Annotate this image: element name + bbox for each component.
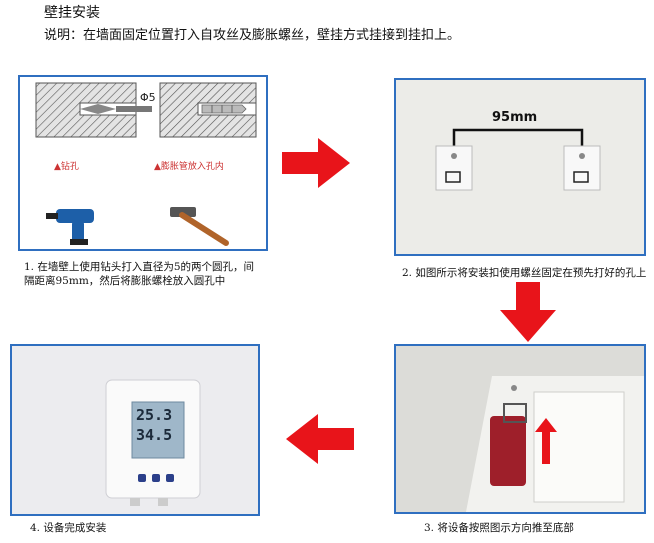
- temperature-reading: 25.3: [136, 406, 173, 424]
- mounting-clips-illustration: [435, 128, 601, 191]
- arrow-right-icon: [282, 138, 350, 188]
- step2-caption: 2. 如图所示将安装扣使用螺丝固定在预先打好的孔上: [402, 267, 647, 279]
- mounting-clip-icon: [490, 403, 527, 486]
- step2-image: 95mm: [394, 78, 646, 256]
- installed-device-illustration: [12, 346, 258, 514]
- step1-caption: 1. 在墙壁上使用钻头打入直径为5的两个圆孔，间隔距离95mm，然后将膨胀螺栓放…: [24, 261, 255, 287]
- page-description: 说明：在墙面固定位置打入自攻丝及膨胀螺丝，壁挂方式挂接到挂扣上。: [44, 28, 461, 43]
- page-title: 壁挂安装: [44, 5, 100, 21]
- drill-icon: [46, 209, 94, 245]
- hammer-icon: [170, 207, 229, 246]
- step3-image: [394, 344, 646, 514]
- drill-label: ▲钻孔: [54, 162, 79, 172]
- anchor-label: ▲膨胀管放入孔内: [154, 162, 224, 172]
- step1-image: Φ5 ▲钻孔 ▲膨胀管放入孔内: [18, 75, 268, 251]
- drilling-illustration: [35, 82, 257, 246]
- step4-caption: 4. 设备完成安装: [30, 522, 107, 534]
- right-clip-icon: [563, 145, 601, 191]
- slide-device-illustration: [396, 346, 644, 512]
- step4-image: 25.3 34.5: [10, 344, 260, 516]
- distance-label: 95mm: [492, 110, 538, 125]
- arrow-left-icon: [286, 414, 354, 464]
- arrow-down-icon: [500, 282, 556, 342]
- humidity-reading: 34.5: [136, 426, 173, 444]
- left-clip-icon: [435, 145, 473, 191]
- arrow-up-icon: [535, 418, 557, 464]
- diameter-label: Φ5: [140, 91, 156, 104]
- step3-caption: 3. 将设备按照图示方向推至底部: [424, 522, 574, 534]
